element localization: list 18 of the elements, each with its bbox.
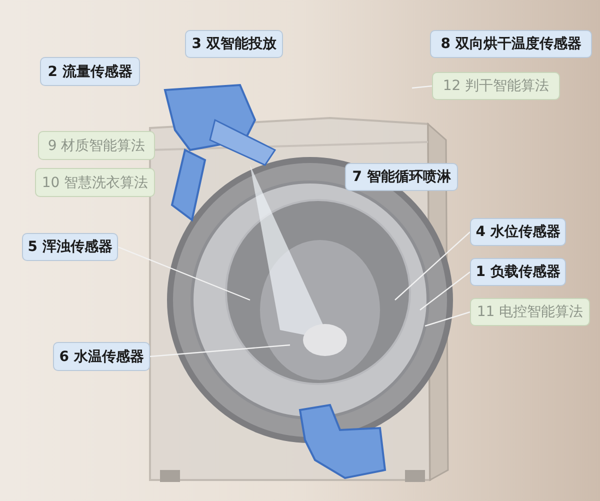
- sensor-label: 4 水位传感器: [470, 218, 566, 246]
- algorithm-label: 11 电控智能算法: [470, 298, 590, 326]
- leader-line: [424, 311, 470, 327]
- sensor-label: 1 负载传感器: [470, 258, 566, 286]
- sensor-label: 8 双向烘干温度传感器: [430, 30, 592, 58]
- leader-line: [118, 246, 250, 301]
- algorithm-label: 10 智慧洗衣算法: [35, 168, 155, 197]
- leader-line: [150, 344, 290, 358]
- sensor-label: 2 流量传感器: [40, 57, 140, 86]
- algorithm-label: 9 材质智能算法: [38, 131, 155, 160]
- leader-line: [394, 232, 470, 300]
- leader-line: [420, 272, 470, 310]
- sensor-label: 6 水温传感器: [53, 342, 150, 371]
- leader-line: [412, 85, 432, 89]
- sensor-label: 5 浑浊传感器: [22, 233, 118, 261]
- algorithm-label: 12 判干智能算法: [432, 72, 560, 100]
- sensor-label: 7 智能循环喷淋: [345, 163, 458, 191]
- sensor-label: 3 双智能投放: [185, 30, 283, 58]
